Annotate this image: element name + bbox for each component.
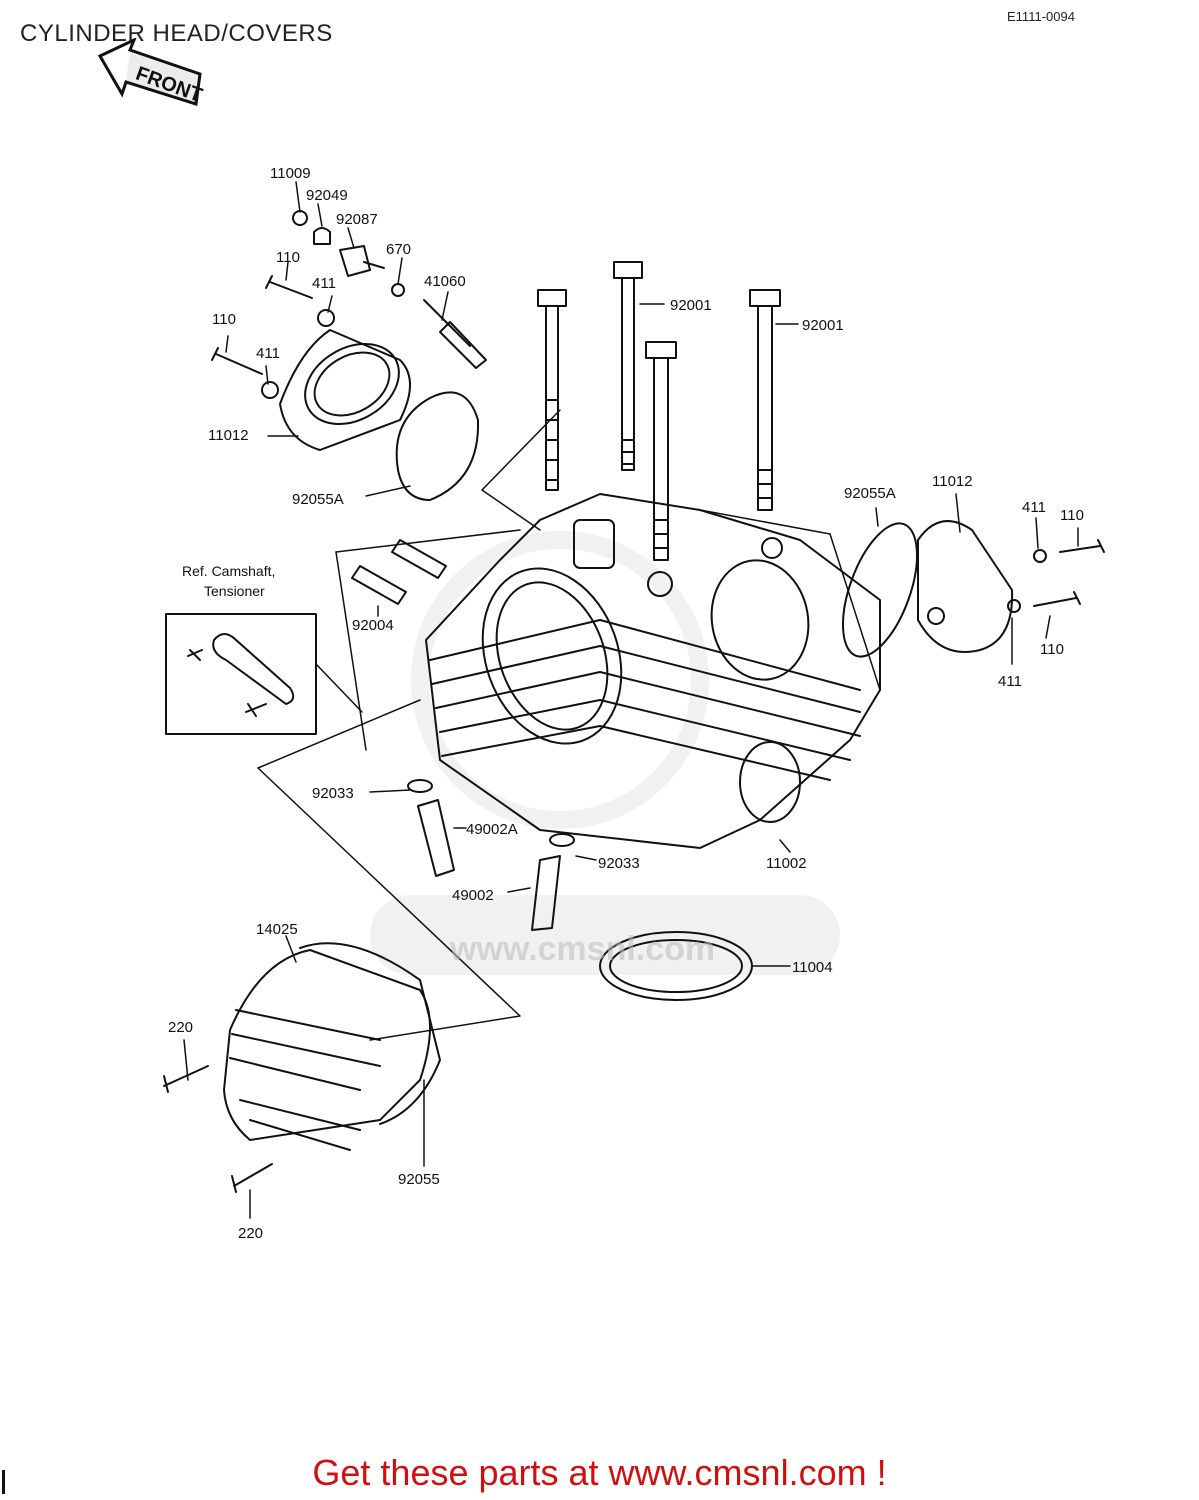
callout-92087: 92087 bbox=[336, 211, 378, 228]
page-title: CYLINDER HEAD/COVERS bbox=[20, 20, 333, 47]
callout-11002: 11002 bbox=[766, 855, 807, 872]
watermark-text: www.cmsnl.com bbox=[449, 930, 715, 968]
callout-92055A-left: 92055A bbox=[292, 491, 344, 508]
gasket-92055A-left bbox=[395, 391, 480, 501]
callout-110-b: 110 bbox=[212, 311, 236, 328]
left-cover-11012 bbox=[279, 329, 480, 501]
dowel-pins-92004 bbox=[351, 539, 447, 605]
callout-11009: 11009 bbox=[270, 165, 311, 182]
promo-banner-link[interactable]: Get these parts at www.cmsnl.com ! bbox=[312, 1452, 887, 1493]
reference-note-line-1: Ref. Camshaft, bbox=[182, 563, 275, 579]
callout-92033-a: 92033 bbox=[312, 785, 354, 802]
callout-leaders bbox=[183, 181, 1079, 1219]
callout-92001-b: 92001 bbox=[802, 317, 844, 334]
callout-92049: 92049 bbox=[306, 187, 348, 204]
head-bolts-92001 bbox=[537, 261, 781, 561]
callout-110-d: 110 bbox=[1040, 641, 1064, 658]
callout-411-c: 411 bbox=[1022, 499, 1046, 516]
callout-92033-b: 92033 bbox=[598, 855, 640, 872]
callout-49002A: 49002A bbox=[466, 821, 518, 838]
gasket-92055A-right bbox=[842, 522, 918, 658]
callout-92055A-right: 92055A bbox=[844, 485, 896, 502]
callout-110-a: 110 bbox=[276, 249, 300, 266]
gasket-92055 bbox=[299, 942, 441, 1125]
reference-box bbox=[165, 613, 317, 735]
front-arrow-badge: FRONT bbox=[97, 38, 205, 107]
callout-14025: 14025 bbox=[256, 921, 298, 938]
callout-220-b: 220 bbox=[238, 1225, 263, 1242]
cylinder-head-11002 bbox=[425, 493, 881, 849]
callout-670: 670 bbox=[386, 241, 411, 258]
callout-411-a: 411 bbox=[312, 275, 336, 292]
callout-49002: 49002 bbox=[452, 887, 494, 904]
callout-220-a: 220 bbox=[168, 1019, 193, 1036]
callout-92001-a: 92001 bbox=[670, 297, 712, 314]
callout-92004: 92004 bbox=[352, 617, 394, 634]
callout-11012-left: 11012 bbox=[208, 427, 249, 444]
callout-110-c: 110 bbox=[1060, 507, 1084, 524]
diagram-code: E1111-0094 bbox=[1007, 9, 1075, 24]
callout-41060: 41060 bbox=[424, 273, 466, 290]
assembly-leader-lines bbox=[257, 409, 881, 1041]
edge-mark bbox=[2, 1470, 5, 1494]
callout-11012-right: 11012 bbox=[932, 473, 973, 490]
side-cover-14025 bbox=[163, 942, 441, 1193]
tach-drive-parts bbox=[211, 210, 487, 399]
right-cover-11012 bbox=[842, 520, 1105, 658]
watermark bbox=[370, 531, 840, 975]
callout-11004: 11004 bbox=[792, 959, 833, 976]
callout-411-d: 411 bbox=[998, 673, 1022, 690]
callout-411-b: 411 bbox=[256, 345, 280, 362]
callout-92055: 92055 bbox=[398, 1171, 440, 1188]
callout-labels: 11009 92049 92087 670 110 411 41060 110 … bbox=[168, 165, 1084, 1242]
reference-note-line-2: Tensioner bbox=[204, 583, 265, 599]
valve-guides bbox=[407, 779, 575, 931]
